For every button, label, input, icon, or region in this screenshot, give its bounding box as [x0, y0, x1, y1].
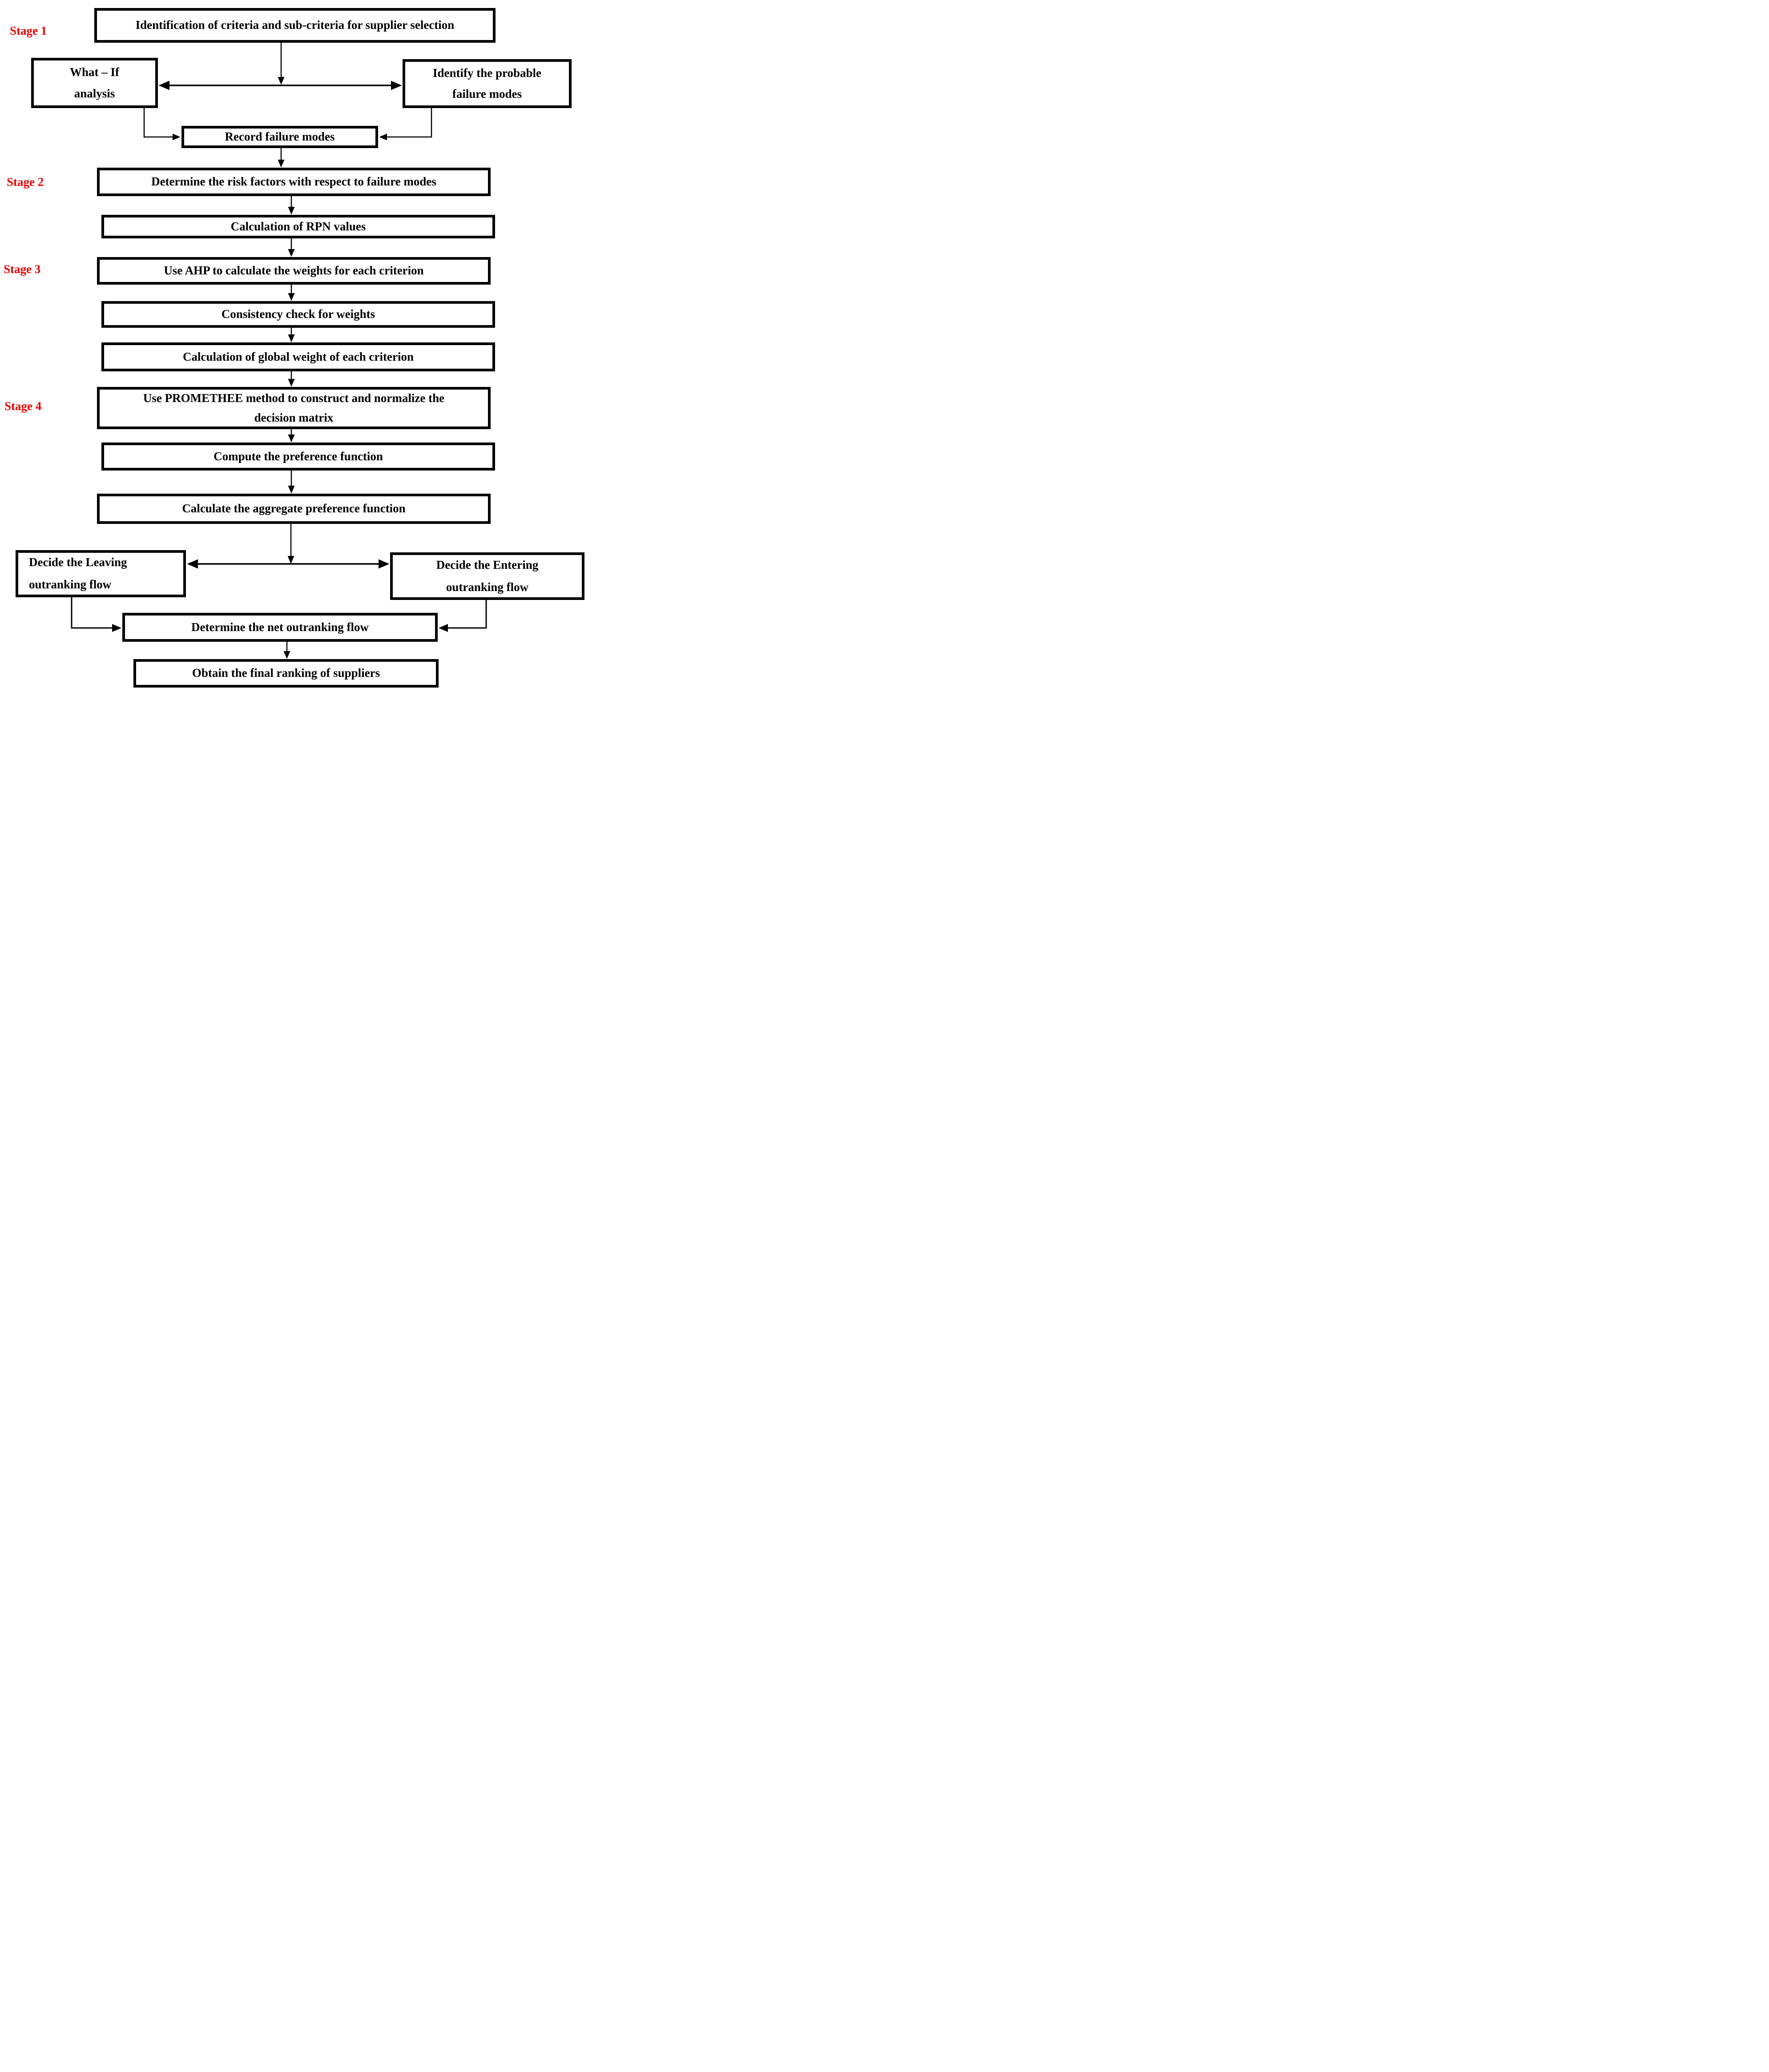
flowchart-canvas: Stage 1 Stage 2 Stage 3 Stage 4 Identifi… [0, 0, 590, 691]
stage-4-label: Stage 4 [4, 399, 42, 413]
node-entering-flow: Decide the Entering outranking flow [390, 552, 584, 600]
node-what-if-analysis: What – If analysis [31, 58, 158, 108]
stage-2-label: Stage 2 [7, 175, 44, 189]
node-global-weight: Calculation of global weight of each cri… [101, 342, 495, 371]
node-leaving-flow: Decide the Leaving outranking flow [16, 550, 186, 597]
node-ahp-weights: Use AHP to calculate the weights for eac… [97, 257, 491, 285]
node-record-failure-modes: Record failure modes [181, 126, 378, 148]
node-preference-function: Compute the preference function [101, 443, 495, 471]
node-promethee-matrix: Use PROMETHEE method to construct and no… [97, 387, 491, 429]
arrow-leaving-to-net [71, 597, 121, 632]
node-net-outranking-flow: Determine the net outranking flow [122, 613, 438, 642]
node-final-ranking: Obtain the final ranking of suppliers [133, 659, 439, 688]
stage-1-label: Stage 1 [10, 24, 47, 37]
node-risk-factors: Determine the risk factors with respect … [97, 168, 491, 196]
arrow-identify-to-record [379, 108, 432, 141]
stage-3-label: Stage 3 [4, 262, 41, 276]
node-identify-failure-modes: Identify the probable failure modes [403, 59, 572, 108]
node-consistency-check: Consistency check for weights [101, 301, 495, 328]
node-identification: Identification of criteria and sub-crite… [94, 8, 496, 43]
arrow-entering-to-net [439, 600, 487, 632]
arrow-whatif-to-record [143, 108, 181, 141]
node-rpn-values: Calculation of RPN values [101, 215, 495, 238]
node-aggregate-preference: Calculate the aggregate preference funct… [97, 494, 491, 524]
